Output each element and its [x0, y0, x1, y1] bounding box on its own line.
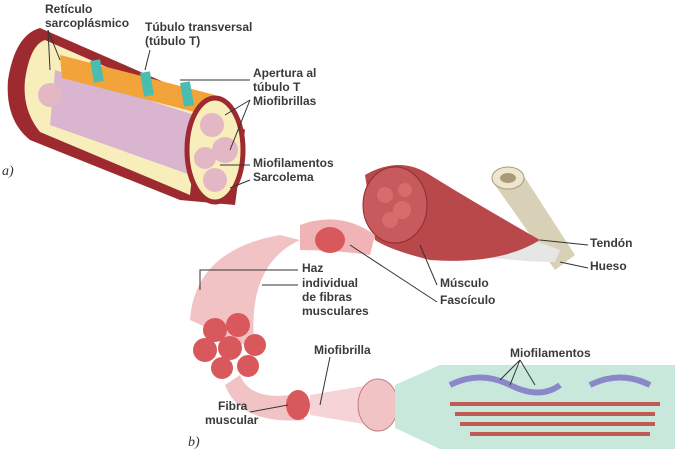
- label-sarcolema: Sarcolema: [253, 170, 314, 184]
- label-miofilamentos-a: Miofilamentos: [253, 156, 334, 170]
- label-reticulo: Retículo: [45, 2, 92, 16]
- label-miofibrillas: Miofibrillas: [253, 94, 317, 108]
- label-tubulo-t: (túbulo T): [145, 34, 200, 48]
- label-apertura: Apertura al: [253, 66, 316, 80]
- myofibril: [310, 378, 399, 432]
- panel-b-marker: b): [188, 435, 200, 449]
- fascicle: [300, 219, 375, 255]
- panel-a-marker: a): [2, 164, 14, 179]
- label-tubulo-transversal: Túbulo transversal: [145, 20, 252, 34]
- label-fibra: Fibra: [218, 399, 248, 413]
- panel-a-leader-lines: [47, 29, 251, 189]
- myofilament-panel: [395, 365, 675, 449]
- label-de-fibras: de fibras: [302, 290, 352, 304]
- muscle-fiber-cutaway: [7, 28, 246, 205]
- t-tubule: [90, 59, 104, 83]
- muscle-fiber-bundle: [190, 235, 310, 421]
- label-tendon: Tendón: [590, 236, 632, 250]
- label-fasciculo: Fascículo: [440, 293, 495, 307]
- label-individual: individual: [302, 276, 358, 290]
- label-sarcoplasmico: sarcoplásmico: [45, 16, 129, 30]
- bone: [491, 166, 575, 270]
- label-apertura-tubulo: túbulo T: [253, 80, 301, 94]
- label-miofibrilla: Miofibrilla: [314, 343, 371, 357]
- label-haz: Haz: [302, 261, 323, 275]
- label-hueso: Hueso: [590, 259, 627, 273]
- panel-b-leader-lines: [199, 239, 589, 413]
- label-muscular: muscular: [205, 413, 259, 427]
- label-musculo: Músculo: [440, 276, 489, 290]
- label-musculares: musculares: [302, 304, 369, 318]
- muscle: [362, 165, 540, 261]
- label-miofilamentos-b: Miofilamentos: [510, 346, 591, 360]
